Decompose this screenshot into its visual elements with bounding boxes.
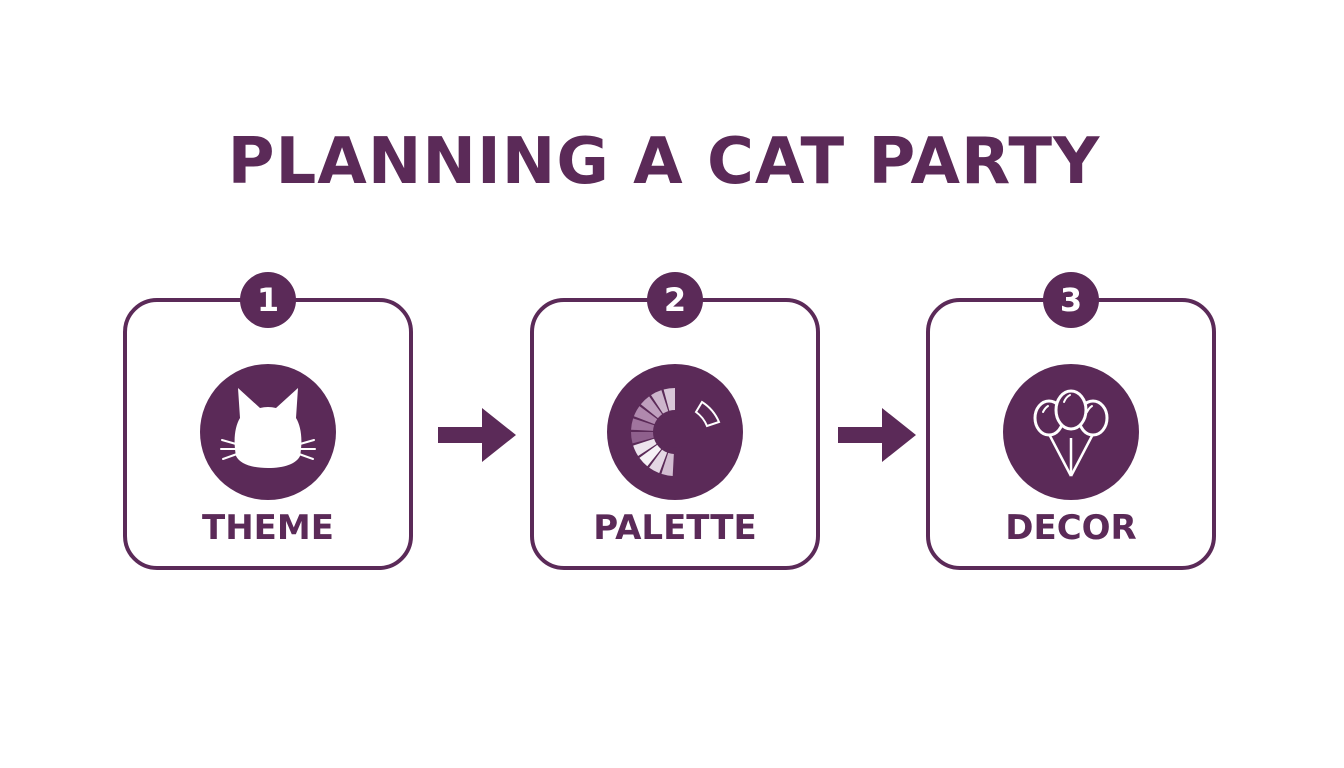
palette-swatch	[651, 390, 669, 414]
step-number-badge: 3	[1043, 272, 1099, 328]
step-number-badge: 1	[240, 272, 296, 328]
color-palette-icon	[607, 364, 743, 500]
palette-swatch	[649, 449, 668, 474]
step-card-decor: 3 DECOR	[926, 272, 1216, 570]
palette-swatch	[631, 432, 654, 444]
balloons-icon	[1003, 364, 1139, 500]
step-card-theme: 1 THEME	[123, 272, 413, 570]
palette-swatch	[663, 388, 675, 411]
page-title: PLANNING A CAT PARTY	[227, 125, 1101, 199]
step-label: DECOR	[1005, 508, 1137, 548]
palette-swatch	[639, 444, 662, 467]
step-number-badge: 2	[647, 272, 703, 328]
palette-swatch	[633, 438, 657, 456]
step-label: THEME	[202, 508, 334, 548]
palette-swatch	[631, 418, 655, 431]
palette-swatch	[640, 396, 663, 419]
arrow-right-icon	[438, 408, 516, 462]
palette-swatch	[633, 406, 658, 425]
step-card-palette: 2 PALETTE	[530, 272, 820, 570]
palette-swatch	[661, 452, 674, 476]
arrow-right-icon	[838, 408, 916, 462]
cat-icon	[200, 364, 336, 500]
step-label: PALETTE	[593, 508, 757, 548]
